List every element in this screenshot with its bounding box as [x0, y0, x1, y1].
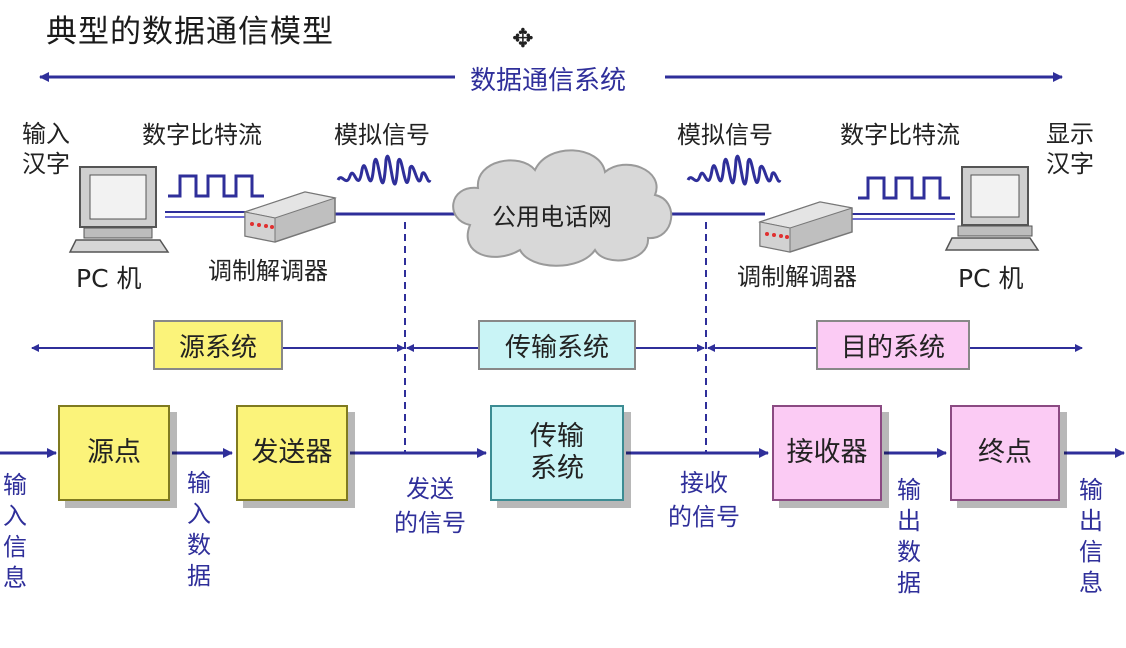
sent-signal-label: 发送 的信号	[394, 475, 466, 537]
digital-bitstream-left-label: 数字比特流	[142, 121, 262, 149]
digital-bitstream-right-label: 数字比特流	[840, 121, 960, 149]
pc-left-label: PC 机	[76, 264, 142, 293]
modem-right-label: 调制解调器	[737, 263, 857, 291]
square-wave-right-icon	[858, 176, 950, 200]
modem-right-icon	[758, 201, 853, 253]
analog-wave-left-icon	[336, 154, 432, 186]
pc-right-icon	[944, 166, 1040, 251]
cursor-move-icon: ✥	[512, 24, 534, 54]
receiver-box: 接收器	[772, 405, 882, 501]
received-signal-label: 接收 的信号	[668, 469, 740, 531]
output-info-label: 输 出 信 息	[1079, 476, 1103, 597]
input-chinese-label: 输入 汉字	[22, 120, 70, 178]
output-data-label: 输 出 数 据	[897, 476, 921, 597]
source-point-box: 源点	[58, 405, 170, 501]
destination-point-box: 终点	[950, 405, 1060, 501]
input-data-label: 输 入 数 据	[187, 469, 211, 590]
input-info-label: 输 入 信 息	[3, 471, 27, 592]
transmission-system-box: 传输 系统	[490, 405, 624, 501]
public-telephone-network-label: 公用电话网	[492, 203, 612, 231]
modem-left-icon	[243, 191, 337, 243]
page-title: 典型的数据通信模型	[46, 14, 334, 50]
analog-wave-right-icon	[686, 154, 782, 186]
sender-box: 发送器	[236, 405, 348, 501]
pc-left-icon	[68, 166, 170, 253]
analog-signal-left-label: 模拟信号	[334, 121, 430, 149]
square-wave-left-icon	[168, 174, 264, 198]
pc-right-label: PC 机	[958, 264, 1024, 293]
display-chinese-label: 显示 汉字	[1046, 120, 1094, 178]
cloud-icon	[452, 149, 673, 267]
destination-system-tag: 目的系统	[816, 320, 970, 370]
analog-signal-right-label: 模拟信号	[677, 121, 773, 149]
transmission-system-tag: 传输系统	[478, 320, 636, 370]
data-comm-system-label: 数据通信系统	[466, 60, 631, 97]
source-system-tag: 源系统	[153, 320, 283, 370]
modem-left-label: 调制解调器	[208, 257, 328, 285]
